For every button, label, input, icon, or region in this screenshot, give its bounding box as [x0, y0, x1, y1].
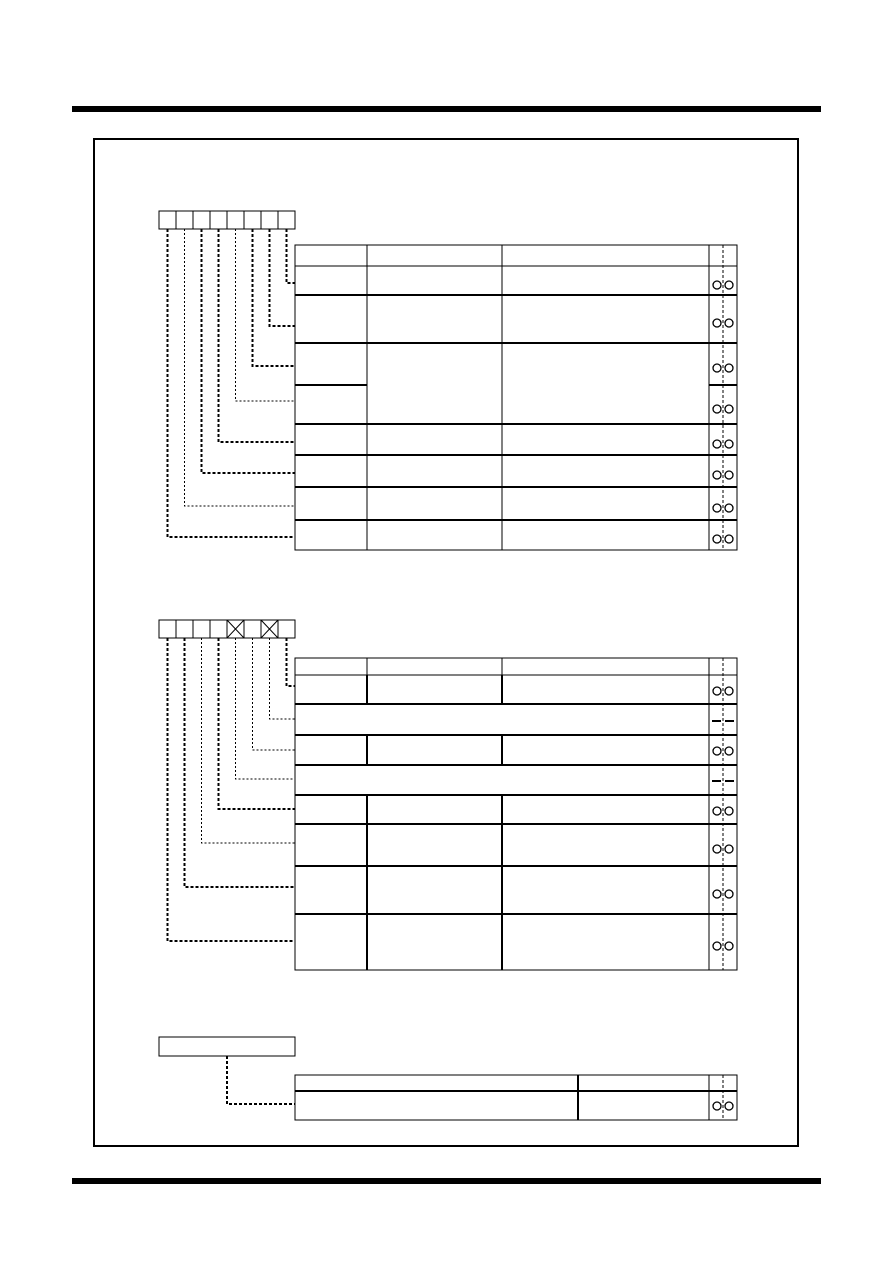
bit-connector [201, 638, 295, 844]
bottom-rule [72, 1178, 821, 1184]
register-1-table [294, 244, 738, 551]
circle-pair-icon [712, 404, 722, 414]
circle-pair-icon [712, 470, 722, 480]
bit-cell [158, 619, 177, 639]
bit-cell [158, 210, 177, 230]
circle-pair-icon [712, 1101, 722, 1111]
circle-pair-icon [712, 439, 722, 449]
register-3 [158, 1036, 738, 1121]
bit-connector [285, 229, 295, 284]
circle-pair-icon [724, 1101, 734, 1111]
content-frame [93, 138, 799, 1147]
circle-pair-icon [724, 889, 734, 899]
circle-pair-icon [724, 470, 734, 480]
register-1-connectors [166, 229, 295, 538]
register-3-table [294, 1074, 738, 1121]
circle-pair-icon [712, 941, 722, 951]
register-3-connector [226, 1056, 295, 1105]
circle-pair-icon [724, 363, 734, 373]
bit-connector [183, 638, 295, 888]
bit-cell [226, 210, 245, 230]
circle-pair-icon [724, 280, 734, 290]
circle-pair-icon [712, 534, 722, 544]
register-1-bitfield [158, 210, 296, 230]
bit-connector [269, 638, 295, 720]
bit-connector [285, 638, 295, 687]
circle-pair-icon [712, 746, 722, 756]
bit-connector [252, 638, 295, 751]
circle-pair-icon [712, 318, 722, 328]
bit-cell [209, 619, 228, 639]
circle-pair-icon [724, 806, 734, 816]
circle-pair-icon [724, 318, 734, 328]
bit-connector [166, 638, 295, 942]
circle-pair-icon [724, 439, 734, 449]
bit-connector [217, 638, 295, 810]
table-frame [294, 244, 738, 551]
bit-cell [243, 619, 262, 639]
register-1 [158, 210, 738, 551]
bit-cell [277, 210, 296, 230]
bit-cell [209, 210, 228, 230]
circle-pair-icon [724, 844, 734, 854]
bit-connector [166, 229, 295, 538]
circle-pair-icon [724, 686, 734, 696]
circle-pair-icon [712, 686, 722, 696]
bit-cell [175, 619, 194, 639]
register-2-connectors [166, 638, 295, 942]
x-box-icon [260, 619, 279, 639]
circle-pair-icon [712, 503, 722, 513]
circle-pair-icon [724, 941, 734, 951]
bit-cell [192, 210, 211, 230]
bit-connector [217, 229, 295, 443]
bit-cell [260, 210, 279, 230]
bit-connector [251, 229, 295, 367]
bit-cell [243, 210, 262, 230]
register-2-table [294, 657, 738, 971]
circle-pair-icon [712, 889, 722, 899]
bit-cell [277, 619, 296, 639]
circle-pair-icon [724, 746, 734, 756]
circle-pair-icon [712, 806, 722, 816]
register-2 [158, 619, 738, 971]
circle-pair-icon [724, 503, 734, 513]
bit-connector [184, 229, 295, 507]
bit-connector [235, 229, 295, 402]
bit-cell [192, 619, 211, 639]
bit-connector [268, 229, 295, 327]
circle-pair-icon [712, 280, 722, 290]
table-frame [294, 1074, 738, 1121]
x-box-icon [226, 619, 245, 639]
circle-pair-icon [724, 404, 734, 414]
top-rule [72, 106, 821, 112]
table-frame [294, 657, 738, 971]
register-3-box [158, 1036, 296, 1057]
circle-pair-icon [712, 844, 722, 854]
bit-connector [200, 229, 295, 474]
register-2-bitfield [158, 619, 296, 639]
circle-pair-icon [712, 363, 722, 373]
bit-connector [235, 638, 295, 780]
bit-cell [175, 210, 194, 230]
circle-pair-icon [724, 534, 734, 544]
